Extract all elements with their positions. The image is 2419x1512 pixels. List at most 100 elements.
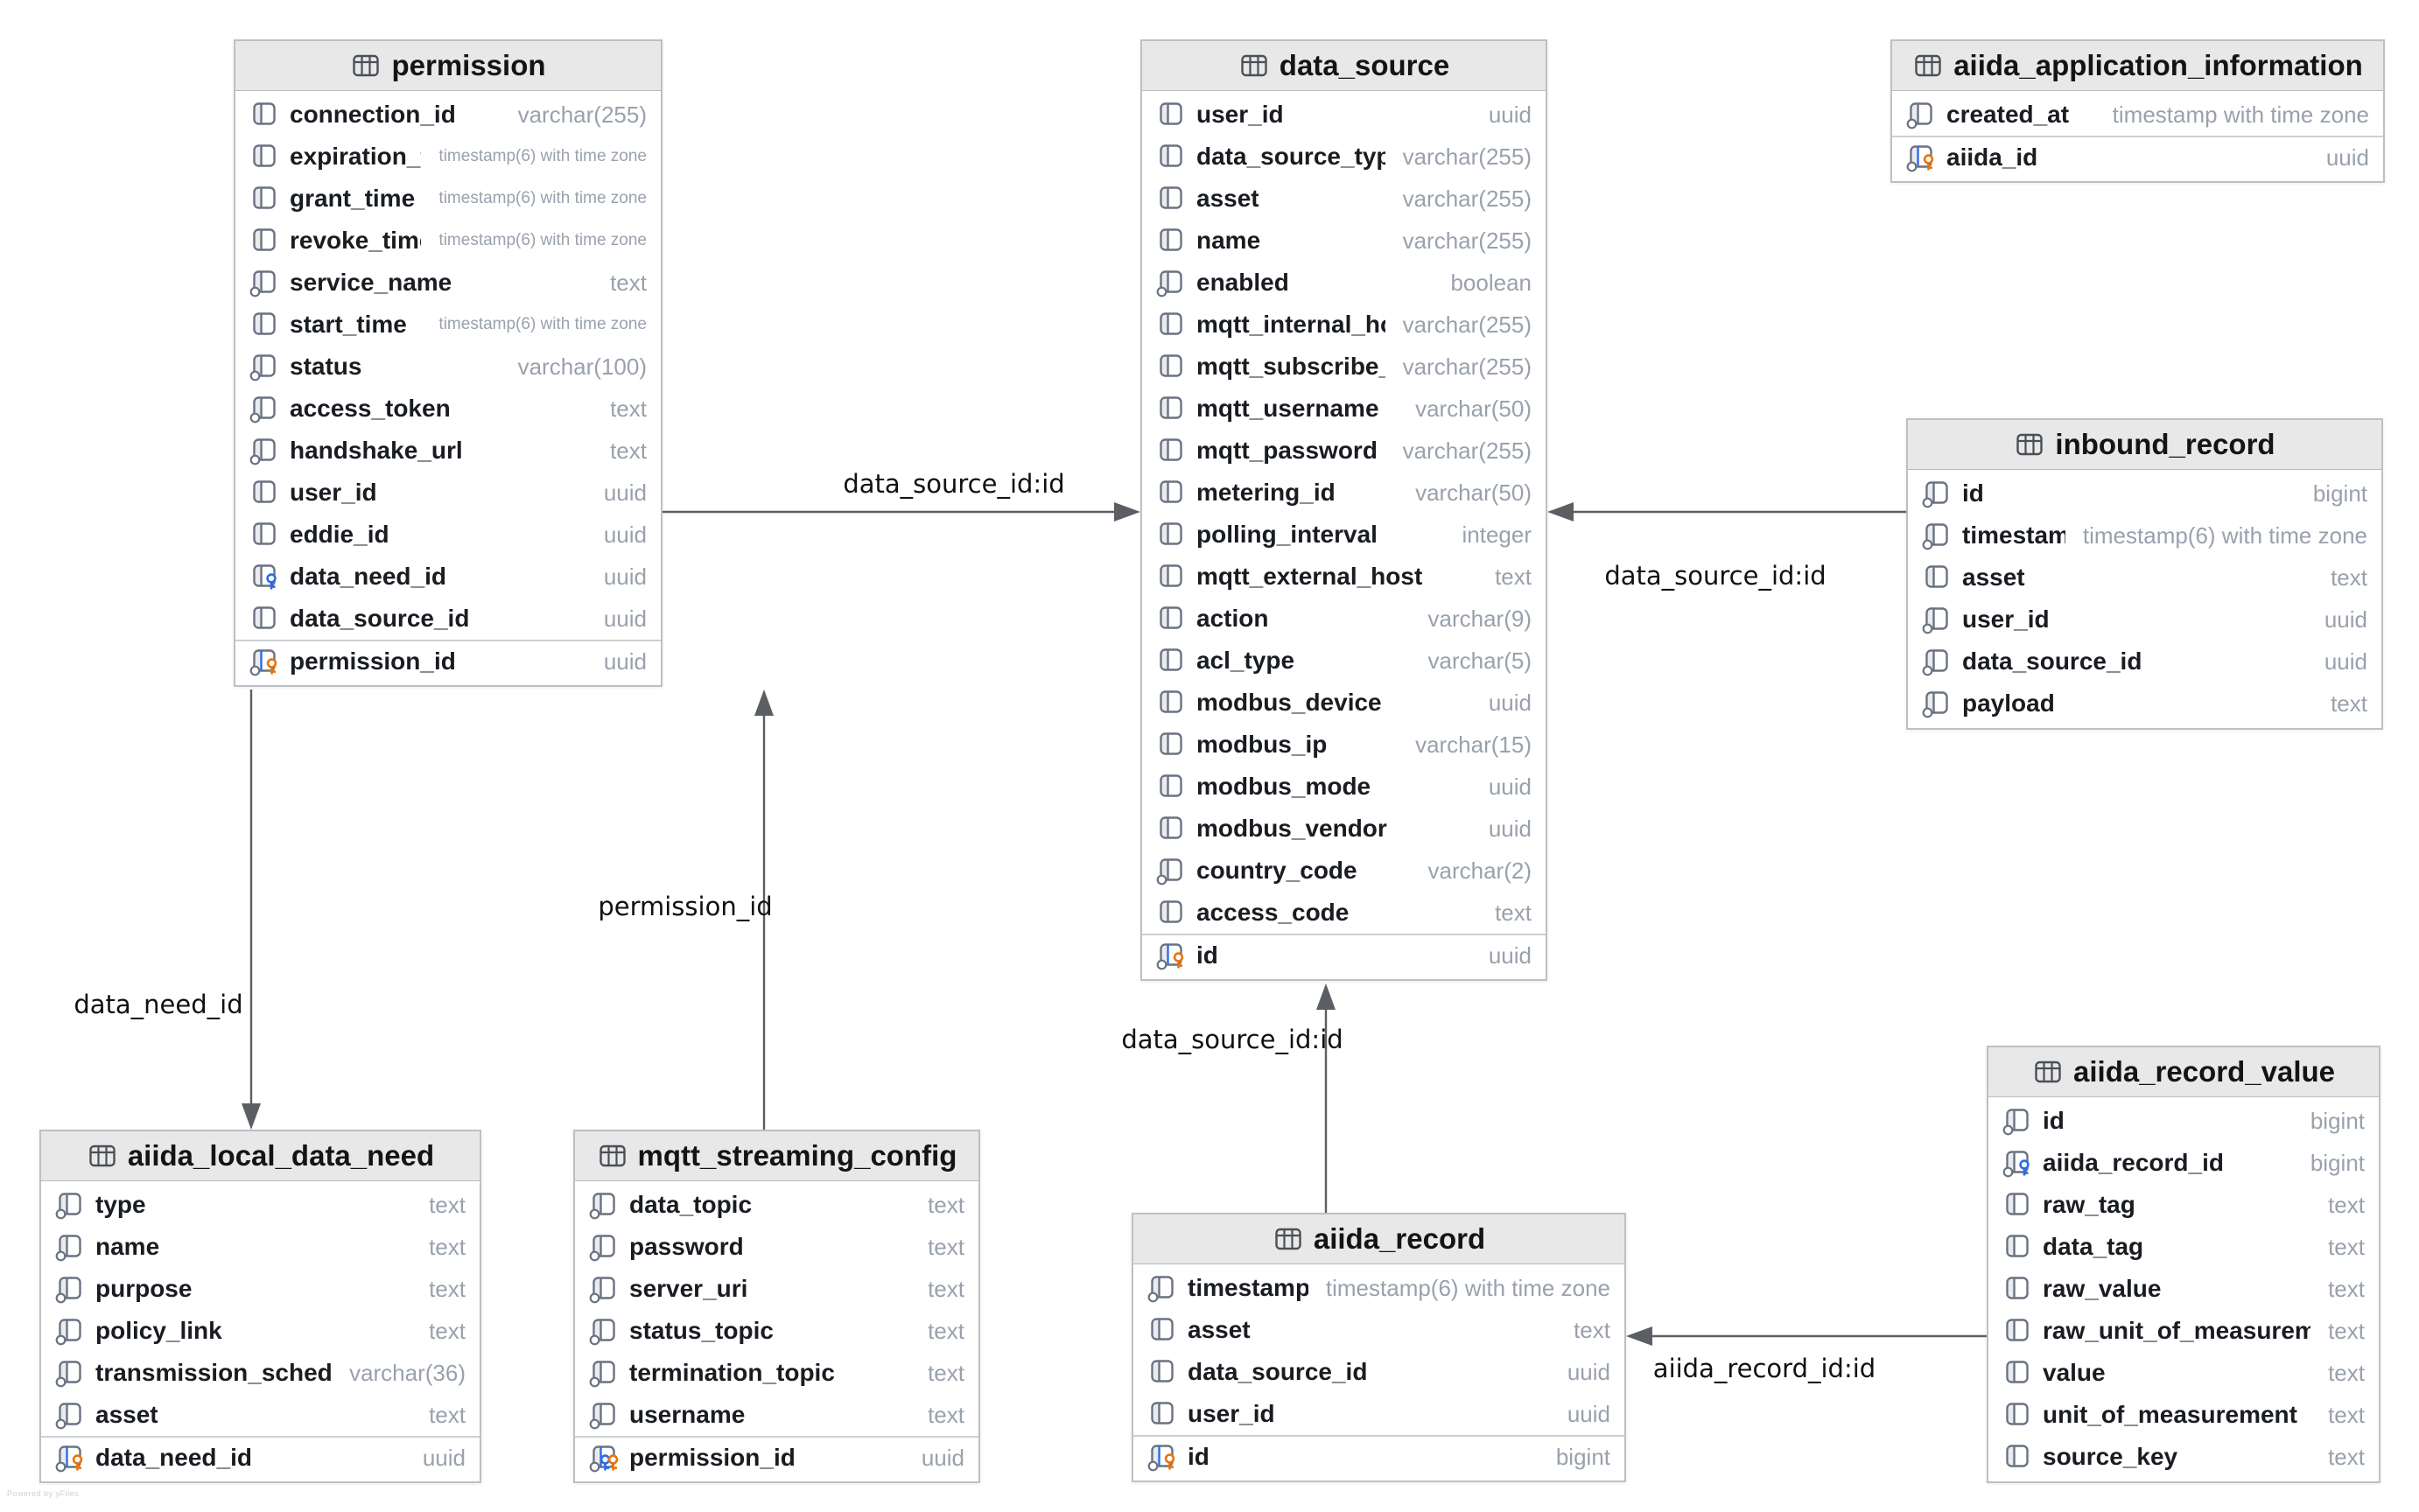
column-name: mqtt_password — [1196, 437, 1378, 464]
relationship-edge[interactable]: permission_id — [598, 690, 774, 1130]
nullable-column-icon — [1906, 102, 1932, 130]
column-icon — [253, 102, 276, 125]
column-name: data_topic — [629, 1191, 753, 1218]
relationship-edge[interactable]: data_source_id:id — [1121, 984, 1343, 1213]
column-type: text — [2331, 690, 2367, 717]
column-name: start_time — [290, 311, 407, 338]
table-header[interactable]: aiida_local_data_need — [41, 1131, 480, 1181]
column-type: varchar(255) — [1402, 353, 1532, 380]
column-type: uuid — [2325, 144, 2369, 171]
table-header[interactable]: aiida_application_information — [1892, 41, 2383, 91]
primary-foreign-key-icon — [589, 1446, 619, 1473]
column-icon — [1160, 186, 1182, 209]
column-type: text — [2328, 1233, 2365, 1260]
column-type: text — [2328, 1359, 2365, 1386]
column-name: name — [95, 1233, 160, 1260]
column-icon — [1160, 312, 1182, 335]
column-icon — [1160, 438, 1182, 461]
table-header[interactable]: aiida_record_value — [1988, 1047, 2379, 1097]
column-name: eddie_id — [290, 521, 389, 548]
column-name: asset — [1196, 185, 1259, 212]
table-inbound_record[interactable]: inbound_recordidbiginttimestamptimestamp… — [1906, 418, 2383, 730]
table-header[interactable]: aiida_record — [1133, 1214, 1624, 1264]
column-type: varchar(2) — [1427, 857, 1532, 884]
column-name: expiration_time — [290, 143, 421, 170]
arrowhead-icon — [1547, 502, 1574, 522]
column-type: text — [928, 1275, 964, 1302]
column-type: uuid — [603, 521, 647, 548]
column-type: bigint — [2310, 1149, 2365, 1176]
nullable-column-icon — [589, 1193, 615, 1220]
column-type: varchar(36) — [349, 1359, 466, 1386]
column-icon — [1160, 102, 1182, 125]
table-title: inbound_record — [2055, 428, 2275, 460]
table-header[interactable]: data_source — [1142, 41, 1546, 91]
column-type: text — [928, 1233, 964, 1260]
relationship-edge[interactable]: data_source_id:id — [1547, 502, 1906, 591]
column-name: data_need_id — [290, 563, 446, 590]
column-name: data_source_type — [1196, 143, 1385, 170]
column-name: username — [629, 1401, 746, 1428]
column-name: transmission_schedule — [95, 1359, 333, 1386]
nullable-column-icon — [589, 1235, 615, 1262]
column-type: text — [2328, 1317, 2365, 1344]
column-type: uuid — [422, 1444, 466, 1471]
nullable-column-icon — [55, 1403, 81, 1430]
table-header[interactable]: inbound_record — [1908, 420, 2381, 470]
column-icon — [253, 186, 276, 209]
primary-key-icon — [1156, 943, 1184, 970]
relationship-edge[interactable]: aiida_record_id:id — [1626, 1326, 1987, 1383]
column-type: uuid — [2324, 606, 2367, 633]
column-type: uuid — [603, 648, 647, 675]
column-icon — [1160, 228, 1182, 251]
table-header[interactable]: permission — [235, 41, 661, 91]
column-icon — [1151, 1360, 1174, 1382]
table-header[interactable]: mqtt_streaming_config — [575, 1131, 978, 1181]
column-icon — [1160, 816, 1182, 839]
column-name: unit_of_measurement — [2043, 1401, 2297, 1428]
column-name: name — [1196, 227, 1261, 254]
column-type: text — [610, 437, 647, 464]
column-type: uuid — [603, 605, 647, 632]
column-icon — [1160, 480, 1182, 503]
column-name: termination_topic — [629, 1359, 835, 1386]
column-icon — [2006, 1193, 2029, 1215]
column-name: polling_interval — [1196, 521, 1378, 548]
column-type: text — [610, 269, 647, 296]
column-name: user_id — [1196, 101, 1284, 128]
column-icon — [2006, 1319, 2029, 1341]
column-type: text — [429, 1317, 466, 1344]
relationship-edge[interactable]: data_source_id:id — [663, 469, 1140, 522]
relationship-edge[interactable]: data_need_id — [74, 690, 261, 1130]
